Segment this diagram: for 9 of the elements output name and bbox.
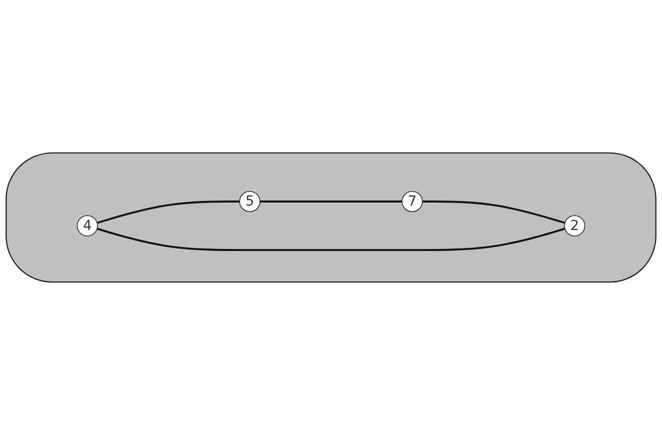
node-circle: 7 (402, 190, 423, 212)
connector (422, 200, 566, 224)
node-circle: 5 (239, 190, 260, 212)
cluster (6, 152, 656, 283)
connector (96, 200, 240, 224)
connector (96, 228, 566, 252)
node-circle: 2 (564, 215, 586, 236)
node-circle: 4 (76, 215, 98, 236)
connector (260, 200, 402, 202)
